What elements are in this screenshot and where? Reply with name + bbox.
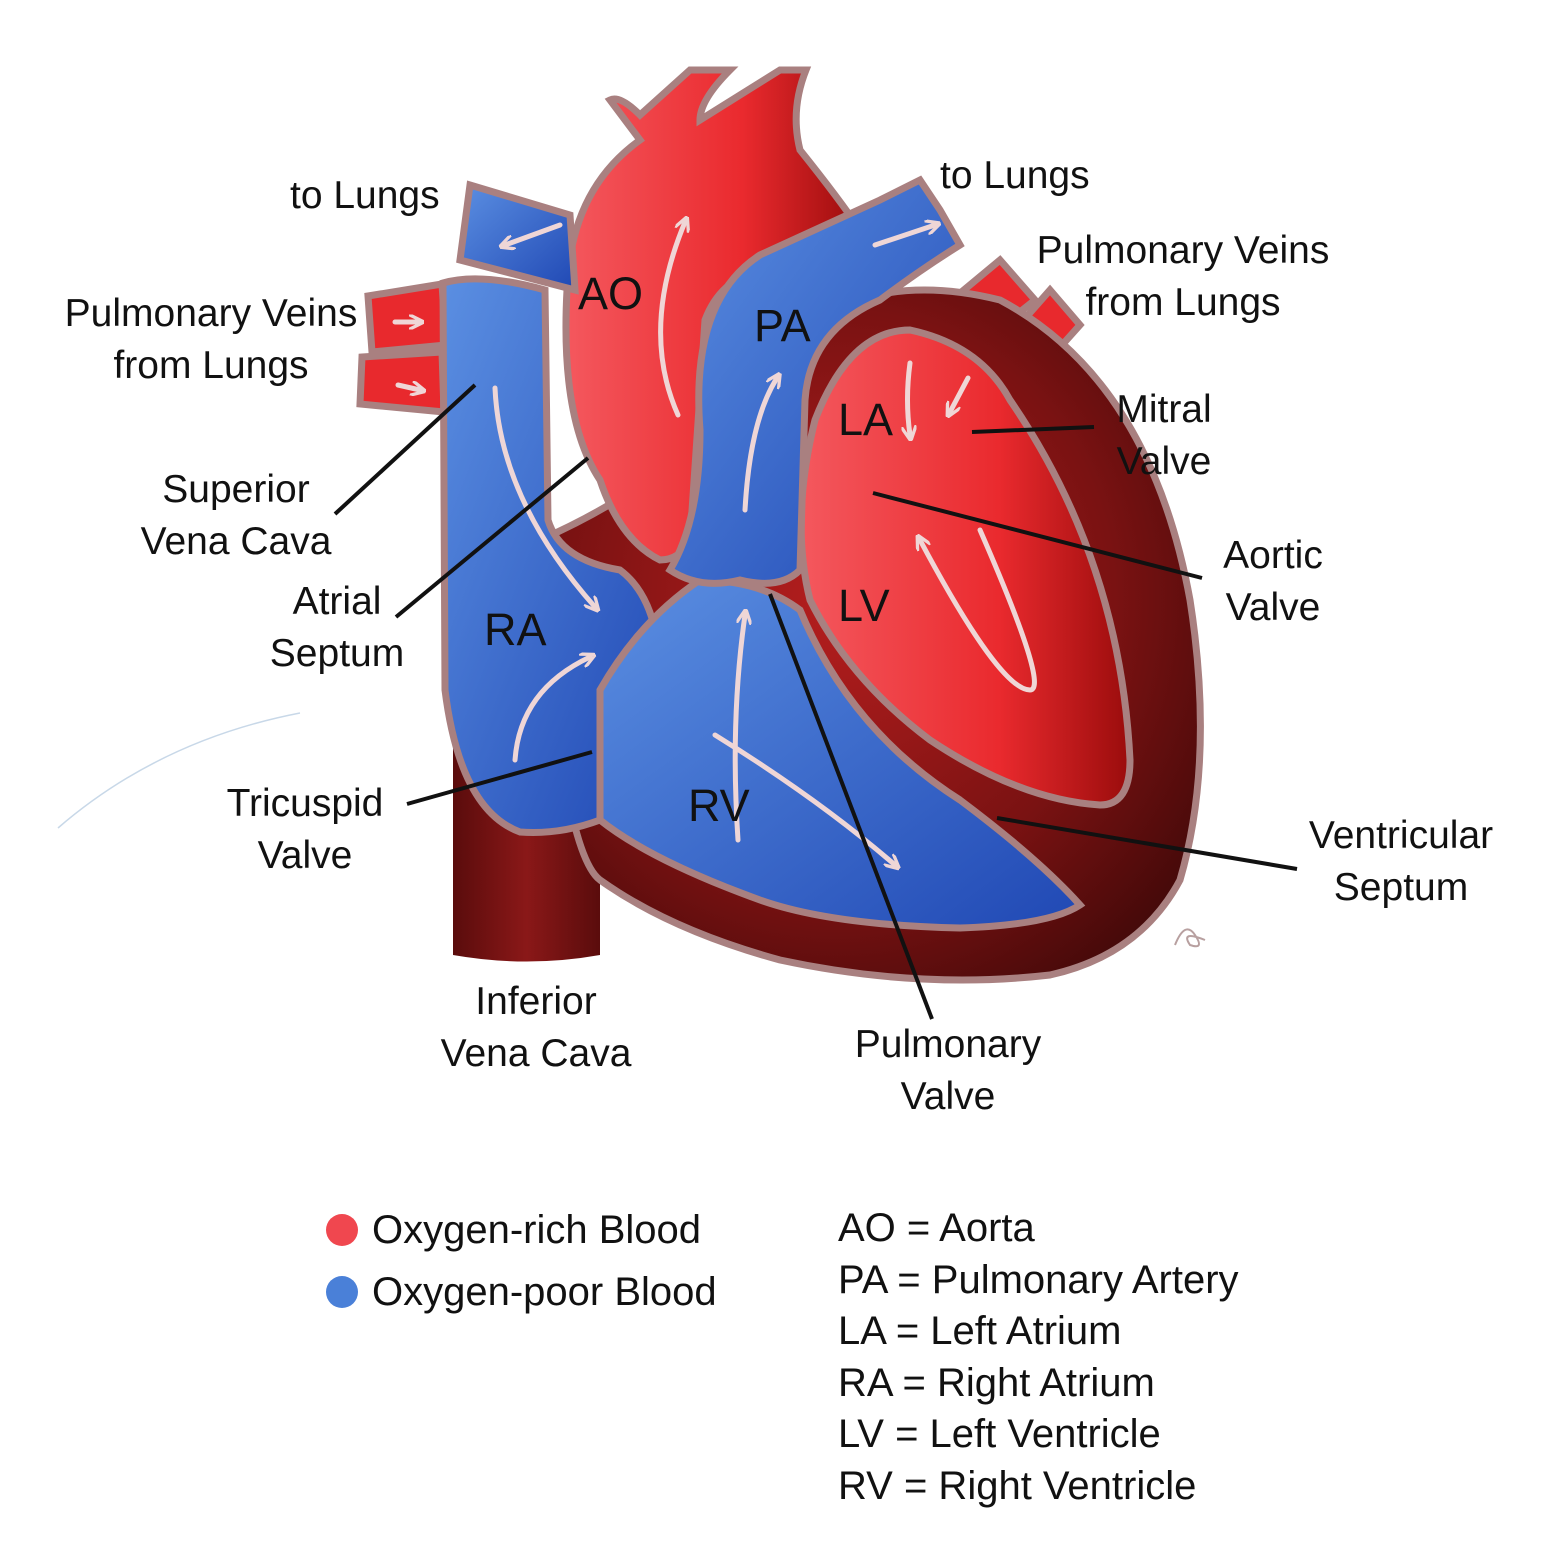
abbreviation-item: PA = Pulmonary Artery <box>838 1257 1239 1302</box>
arrow-svc <box>492 385 595 607</box>
chamber-label-ao: AO <box>578 268 644 319</box>
left-pulmonary-branch-shape <box>456 180 579 295</box>
blue-dot-icon <box>326 1276 358 1308</box>
leader-mitral-valve <box>971 425 1095 434</box>
label-mitral-valve: Mitral Valve <box>1110 384 1218 488</box>
abbreviation-item: AO = Aorta <box>838 1206 1035 1250</box>
leader-svc <box>333 383 477 516</box>
label-line: Aortic <box>1223 534 1323 577</box>
label-line: Valve <box>1225 586 1321 629</box>
arrow-lungs-right <box>872 225 935 248</box>
abbreviation-item: LV = Left Ventricle <box>838 1412 1161 1457</box>
arrow-pv-right2 <box>950 375 971 412</box>
arrow-lv <box>920 527 1037 693</box>
faint-stroke <box>57 712 301 829</box>
arrow-rv <box>712 732 895 865</box>
chamber-label-la: LA <box>838 394 894 445</box>
label-pulmonary-veins-right: Pulmonary Veins from Lungs <box>1022 225 1344 329</box>
label-line: Septum <box>269 632 405 675</box>
chamber-label-lv: LV <box>838 580 890 631</box>
abbreviation-item: RA = Right Atrium <box>838 1360 1155 1405</box>
arrow-lungs-left <box>505 222 563 245</box>
label-line: Septum <box>1333 866 1469 909</box>
label-superior-vena-cava: Superior Vena Cava <box>130 464 342 568</box>
arrow-rv-up <box>732 615 745 843</box>
arrow-pa <box>742 378 777 513</box>
arrow-ao <box>658 222 685 418</box>
label-line: Valve <box>257 834 353 877</box>
label-line: Ventricular <box>1308 814 1494 857</box>
label-atrial-septum: Atrial Septum <box>262 576 412 680</box>
label-line: Pulmonary Veins <box>64 292 358 335</box>
artist-signature-mark <box>1174 928 1206 948</box>
arrow-ra <box>512 657 590 763</box>
label-line: Superior <box>162 468 310 511</box>
label-line: Valve <box>900 1075 996 1118</box>
aorta-shape <box>562 66 866 564</box>
leader-tricuspid <box>406 750 593 806</box>
left-pulmonary-veins-shape <box>356 279 450 416</box>
abbreviation-item: LA = Left Atrium <box>838 1309 1122 1354</box>
pulmonary-artery-shape <box>665 175 965 587</box>
label-aortic-valve: Aortic Valve <box>1214 530 1332 634</box>
label-inferior-vena-cava: Inferior Vena Cava <box>430 976 642 1080</box>
label-line: Pulmonary Veins <box>1036 229 1330 272</box>
left-heart-shape <box>797 326 1134 809</box>
arrow-pv-left2 <box>395 385 420 390</box>
chamber-label-ra: RA <box>484 604 547 655</box>
abbreviation-item: RV = Right Ventricle <box>838 1463 1197 1508</box>
label-to-lungs-right: to Lungs <box>940 154 1090 197</box>
chamber-label-rv: RV <box>688 780 750 831</box>
legend-item-oxygen-rich: Oxygen-rich Blood <box>326 1200 701 1260</box>
legend-item-oxygen-poor: Oxygen-poor Blood <box>326 1262 717 1322</box>
label-line: from Lungs <box>1085 281 1281 324</box>
leader-lines <box>333 383 1298 1020</box>
legend-label: Oxygen-rich Blood <box>372 1208 702 1252</box>
legend-label: Oxygen-poor Blood <box>372 1270 717 1314</box>
label-line: Valve <box>1116 440 1212 483</box>
leader-pulmonary-valve <box>768 593 934 1020</box>
leader-ventricular-septum <box>996 816 1298 871</box>
label-line: Tricuspid <box>226 782 384 825</box>
red-dot-icon <box>326 1214 358 1246</box>
label-pulmonary-valve: Pulmonary Valve <box>845 1019 1051 1123</box>
leader-aortic-valve <box>872 491 1203 580</box>
label-to-lungs-left: to Lungs <box>290 174 440 217</box>
label-line: Vena Cava <box>140 520 332 563</box>
label-tricuspid-valve: Tricuspid Valve <box>218 778 392 882</box>
arrow-pv-right1 <box>908 360 911 435</box>
abbreviation-list: AO = Aorta PA = Pulmonary Artery LA = Le… <box>838 1203 1239 1513</box>
label-line: Inferior <box>475 980 597 1023</box>
label-line: Pulmonary <box>854 1023 1042 1066</box>
leader-atrial-septum <box>394 456 590 619</box>
label-ventricular-septum: Ventricular Septum <box>1298 810 1504 914</box>
label-line: Vena Cava <box>440 1032 632 1075</box>
label-line: Atrial <box>292 580 382 623</box>
label-line: from Lungs <box>113 344 309 387</box>
chamber-label-pa: PA <box>754 300 811 351</box>
label-line: Mitral <box>1116 388 1212 431</box>
flow-arrows <box>392 222 1037 865</box>
label-pulmonary-veins-left: Pulmonary Veins from Lungs <box>50 288 372 392</box>
